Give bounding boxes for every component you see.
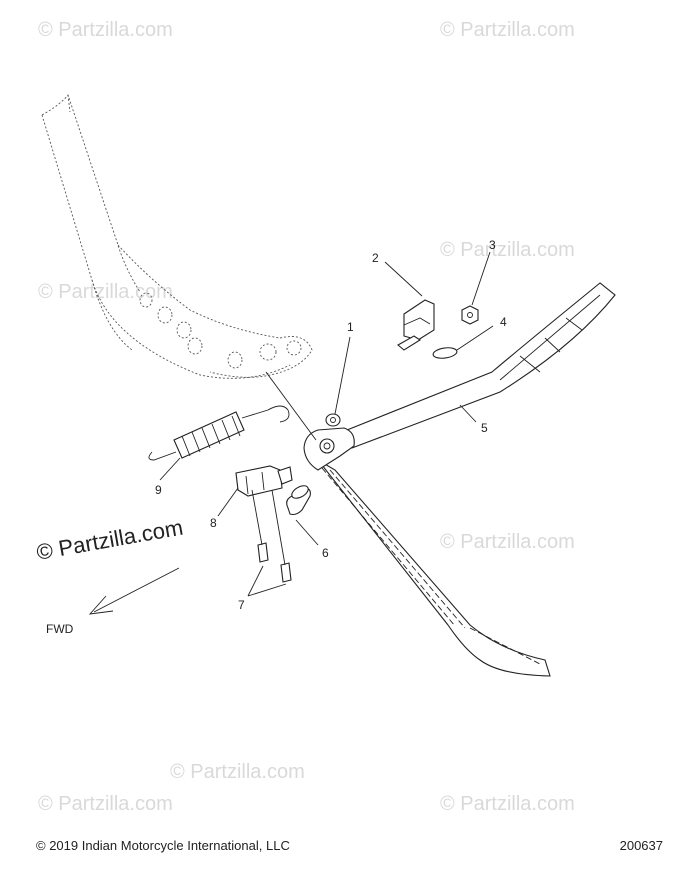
watermark: © Partzilla.com	[440, 531, 575, 553]
watermark: © Partzilla.com	[38, 281, 173, 303]
bracket-part-2	[397, 299, 435, 351]
callout-7: 7	[238, 598, 245, 612]
watermark: © Partzilla.com	[440, 19, 575, 41]
fwd-label: FWD	[46, 622, 74, 636]
callout-2: 2	[372, 251, 379, 265]
callout-9: 9	[155, 483, 162, 497]
callout-4: 4	[500, 315, 507, 329]
callout-3: 3	[489, 238, 496, 252]
copyright-notice: © 2019 Indian Motorcycle International, …	[36, 838, 290, 853]
callout-1: 1	[347, 320, 354, 334]
switch-part-8	[235, 465, 293, 497]
watermark: © Partzilla.com	[170, 761, 305, 783]
callout-5: 5	[481, 421, 488, 435]
watermark: © Partzilla.com	[38, 793, 173, 815]
watermark: © Partzilla.com	[440, 239, 575, 261]
pivot-hub	[303, 427, 355, 471]
nut-part-1	[325, 413, 341, 427]
watermark: © Partzilla.com	[38, 19, 173, 41]
watermark: © Partzilla.com	[440, 793, 575, 815]
drawing-number: 200637	[619, 838, 663, 853]
nut-part-3	[461, 305, 479, 325]
kickstand-leg	[317, 459, 551, 677]
leader-lines	[159, 251, 494, 597]
frame-tube	[41, 94, 313, 379]
watermark-layer: © Partzilla.com © Partzilla.com © Partzi…	[38, 19, 575, 815]
kickstand-arm	[341, 282, 616, 449]
pad-part-4	[432, 347, 458, 359]
callout-6: 6	[322, 546, 329, 560]
spring-part-9	[148, 405, 290, 461]
partzilla-watermark: © Partzilla.com	[35, 515, 185, 565]
screw-parts-7	[251, 489, 292, 583]
callout-8: 8	[210, 516, 217, 530]
fwd-arrow-icon	[88, 567, 180, 615]
pin-part-6	[286, 485, 311, 516]
